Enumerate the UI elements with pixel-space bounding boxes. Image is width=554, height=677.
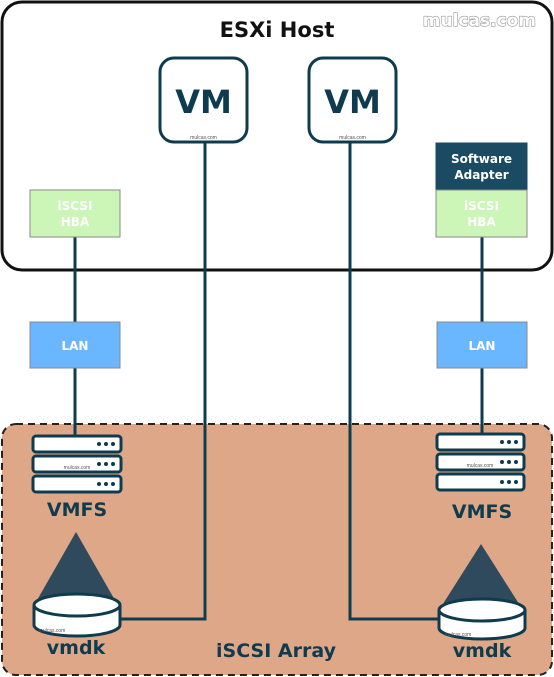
software-adapter: Software Adapter (435, 142, 528, 191)
vmfs-server-left: mulcas.com VMFS (31, 434, 123, 521)
hba-line1: iSCSI (58, 199, 93, 213)
hba-line2: HBA (61, 215, 90, 229)
vm-left-to-vmdk-line (120, 142, 207, 621)
vmdk-disk-left: mulcas.com vmdk (32, 532, 122, 659)
esxi-host-box (0, 0, 554, 272)
cone-shape (36, 532, 116, 602)
server-mark: mulcas.com (467, 463, 494, 469)
cone-shape (441, 544, 521, 607)
vmfs-label: VMFS (452, 501, 512, 523)
hba-line1: iSCSI (464, 199, 499, 213)
vm-right-to-vmdk-line (348, 142, 439, 621)
vmdk-label: vmdk (47, 637, 106, 659)
vmfs-label: VMFS (47, 499, 107, 521)
hba-line2: HBA (467, 215, 496, 229)
software-adapter-line2: Adapter (454, 168, 508, 182)
lan-box-left: LAN (29, 321, 121, 369)
vmfs-server-right: mulcas.com VMFS (435, 432, 526, 523)
lan-label: LAN (469, 339, 496, 353)
lan-box-right: LAN (436, 321, 528, 369)
vm-label: VM (324, 83, 381, 121)
iscsi-hba-left: iSCSI HBA (29, 189, 121, 238)
vm-mark: mulcas.com (339, 135, 366, 141)
vmdk-disk-right: mulcas.com vmdk (437, 544, 527, 662)
vm-mark: mulcas.com (190, 135, 217, 141)
esxi-host-title: ESXi Host (220, 18, 335, 42)
vm-box-left: VM mulcas.com (158, 56, 249, 144)
iscsi-array-title: iSCSI Array (216, 640, 337, 662)
disk-mark: mulcas.com (39, 628, 66, 634)
disk-mark: mulcas.com (445, 632, 472, 638)
vm-label: VM (175, 83, 232, 121)
connection-lines (73, 142, 484, 621)
watermark-text: mulcas.com (423, 11, 536, 31)
vm-box-right: VM mulcas.com (307, 56, 398, 144)
iscsi-array-box (1, 423, 553, 676)
server-mark: mulcas.com (64, 465, 91, 471)
vmdk-label: vmdk (453, 640, 512, 662)
software-adapter-line1: Software (451, 152, 512, 166)
lan-label: LAN (62, 339, 89, 353)
iscsi-hba-right: iSCSI HBA (435, 189, 528, 238)
